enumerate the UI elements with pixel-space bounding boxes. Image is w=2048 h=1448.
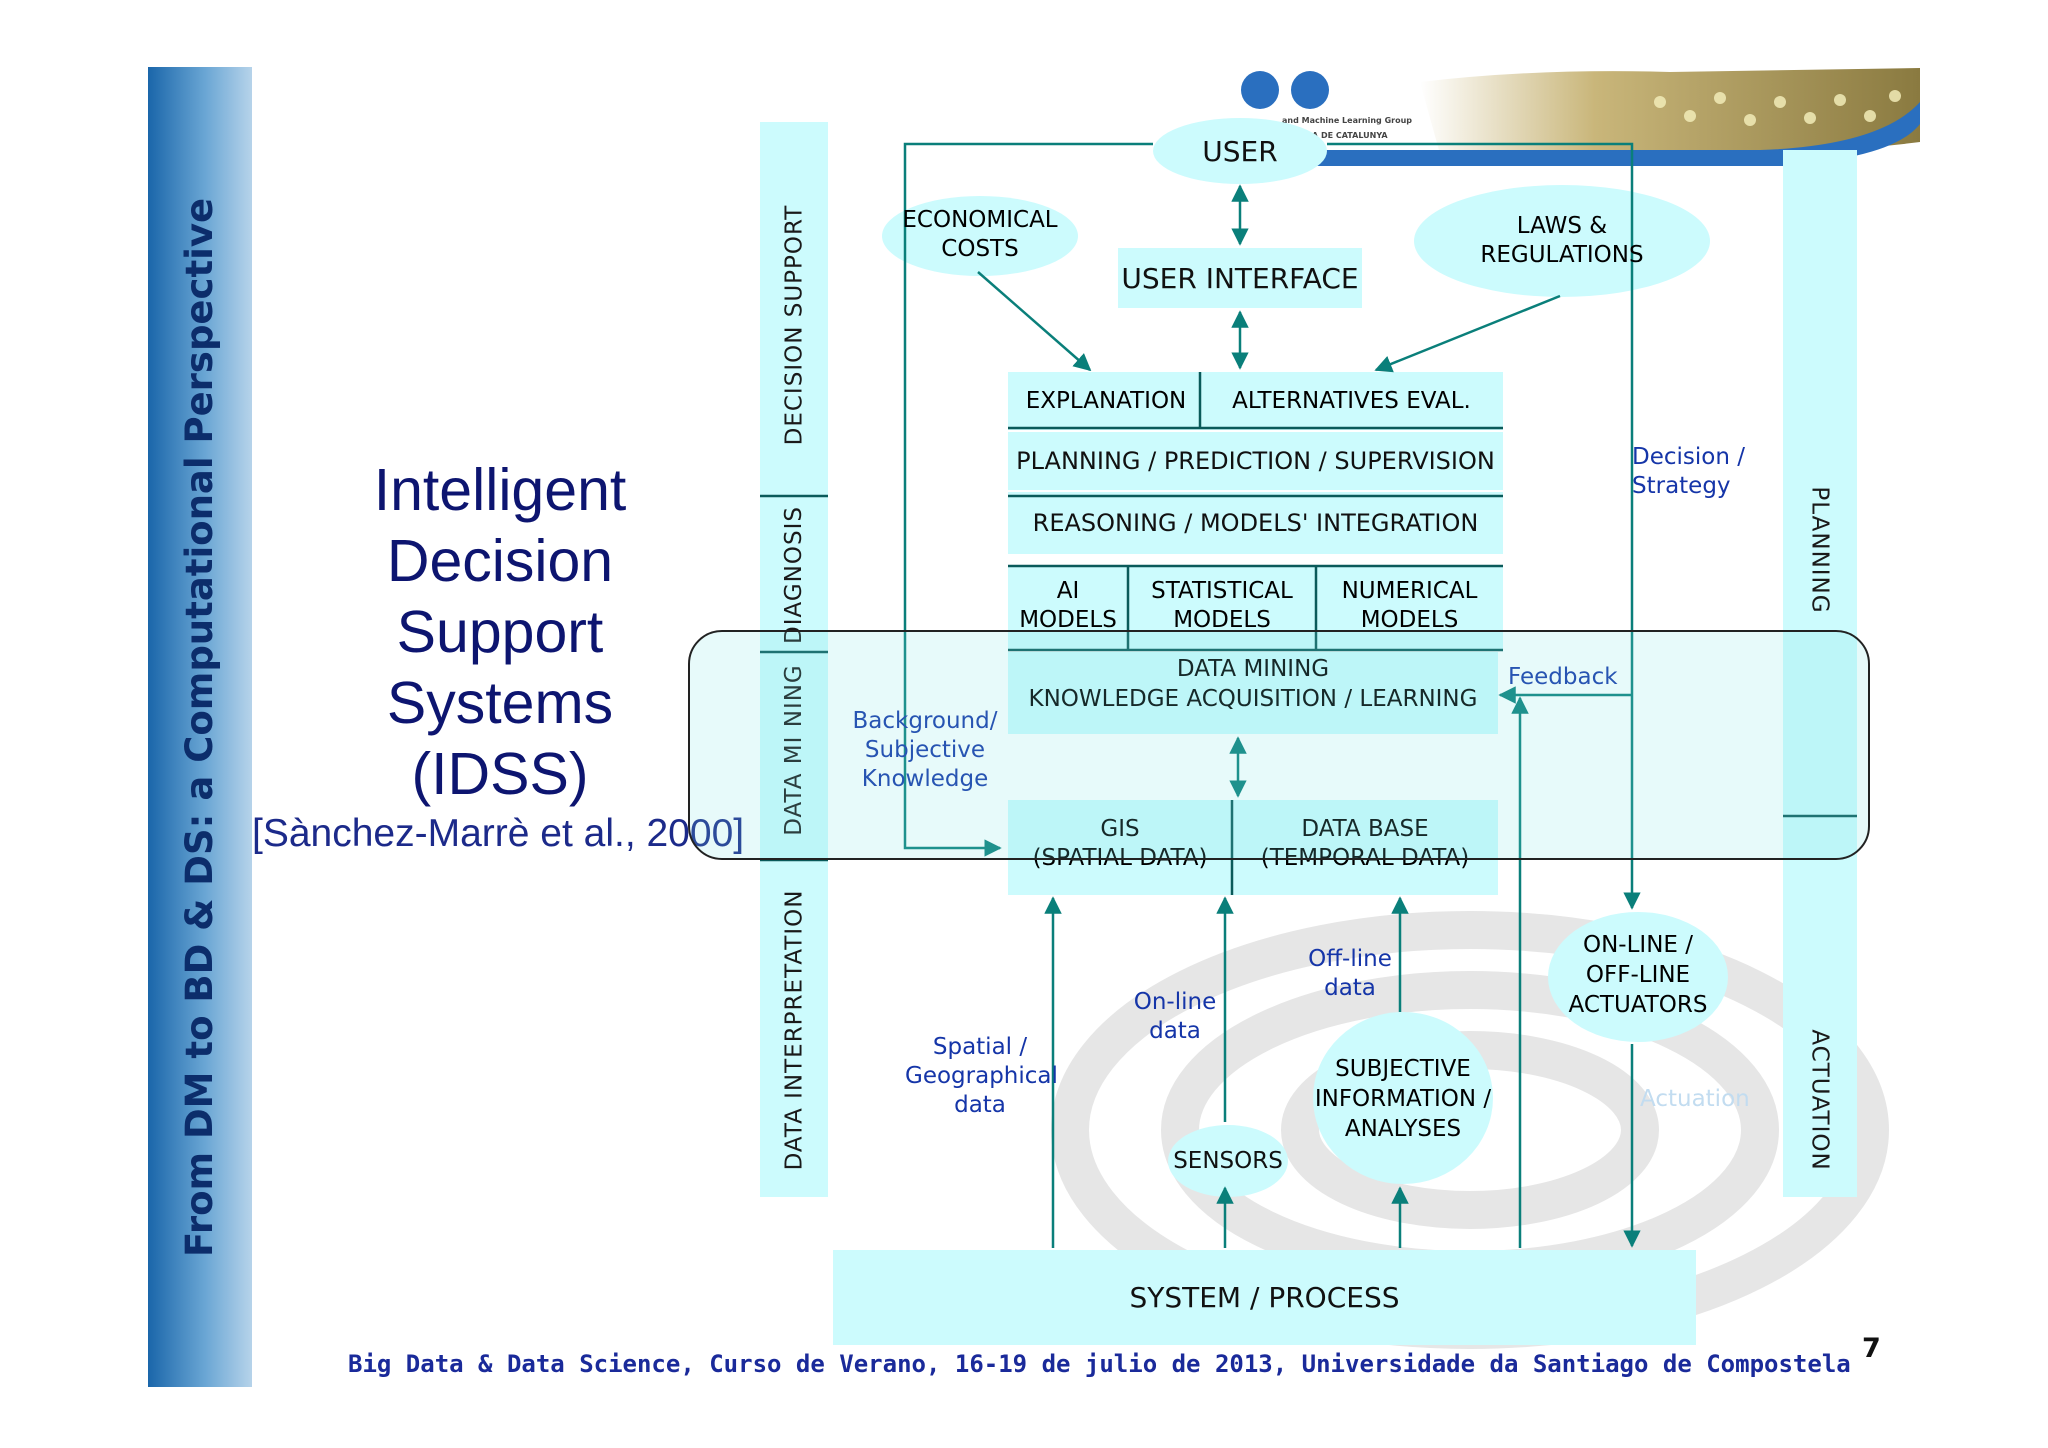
online-data-label: On-line data (1133, 989, 1217, 1044)
models-row (1008, 565, 1503, 650)
logo-text-2: A DE CATALUNYA (1312, 131, 1388, 140)
user-interface-box: USER INTERFACE (1118, 248, 1362, 308)
decision-strategy-arrow (1327, 142, 1641, 910)
user-node: USER (1153, 118, 1327, 184)
laws-arrow (1374, 294, 1561, 373)
explanation-label: EXPLANATION (1025, 388, 1187, 414)
ai-models-label: AI MODELS (1019, 578, 1117, 633)
page-title: Intelligent Decision Support Systems (ID… (373, 457, 627, 807)
left-band (760, 122, 828, 1197)
economical-costs-label: ECONOMICAL COSTS (902, 207, 1058, 262)
numerical-models-label: NUMERICAL MODELS (1341, 578, 1478, 633)
offline-data-label: Off-line data (1308, 946, 1392, 1001)
spatial-data-label: Spatial / Geographical data (905, 1034, 1058, 1118)
costs-arrow (977, 271, 1092, 372)
keml-logo-icon (1241, 71, 1279, 109)
laws-regulations-node (1414, 185, 1710, 297)
right-band (1783, 150, 1857, 1197)
reasoning-box: REASONING / MODELS' INTEGRATION (1008, 492, 1503, 554)
economical-costs-node (882, 196, 1078, 276)
data-mining-box (1008, 652, 1498, 734)
subjective-info-label: SUBJECTIVE INFORMATION / ANALYSES (1314, 1056, 1492, 1142)
system-process-box: SYSTEM / PROCESS (833, 1250, 1696, 1345)
statistical-models-label: STATISTICAL MODELS (1151, 578, 1293, 633)
footer-text: Big Data & Data Science, Curso de Verano… (348, 1350, 1851, 1378)
actuators-node (1548, 912, 1728, 1042)
page-number: 7 (1862, 1333, 1881, 1364)
sidebar-bar (148, 67, 252, 1387)
subjective-info-node (1313, 1012, 1493, 1184)
explanation-row (1008, 372, 1503, 430)
citation: [Sànchez-Marrè et al., 2000] (252, 812, 745, 855)
feedback-label: Feedback (1508, 664, 1618, 690)
sensors-node: SENSORS (1168, 1125, 1288, 1197)
data-storage-row (1008, 800, 1498, 895)
background-knowledge-label: Background/ Subjective Knowledge (852, 708, 998, 792)
laws-regulations-label: LAWS & REGULATIONS (1480, 213, 1644, 268)
decision-strategy-label: Decision / Strategy (1632, 444, 1745, 499)
actuation-label: Actuation (1640, 1086, 1750, 1112)
logo-text-1: and Machine Learning Group (1282, 116, 1412, 125)
planning-box: PLANNING / PREDICTION / SUPERVISION (1008, 432, 1503, 490)
logo-banner (1241, 68, 1920, 166)
data-mining-label: DATA MINING KNOWLEDGE ACQUISITION / LEAR… (1028, 656, 1478, 712)
background-arrow (903, 142, 1153, 857)
data-mining-highlight (688, 630, 1870, 860)
upc-logo-icon (1291, 71, 1329, 109)
actuators-label: ON-LINE / OFF-LINE ACTUATORS (1568, 932, 1708, 1018)
alternatives-eval-label: ALTERNATIVES EVAL. (1232, 388, 1471, 414)
